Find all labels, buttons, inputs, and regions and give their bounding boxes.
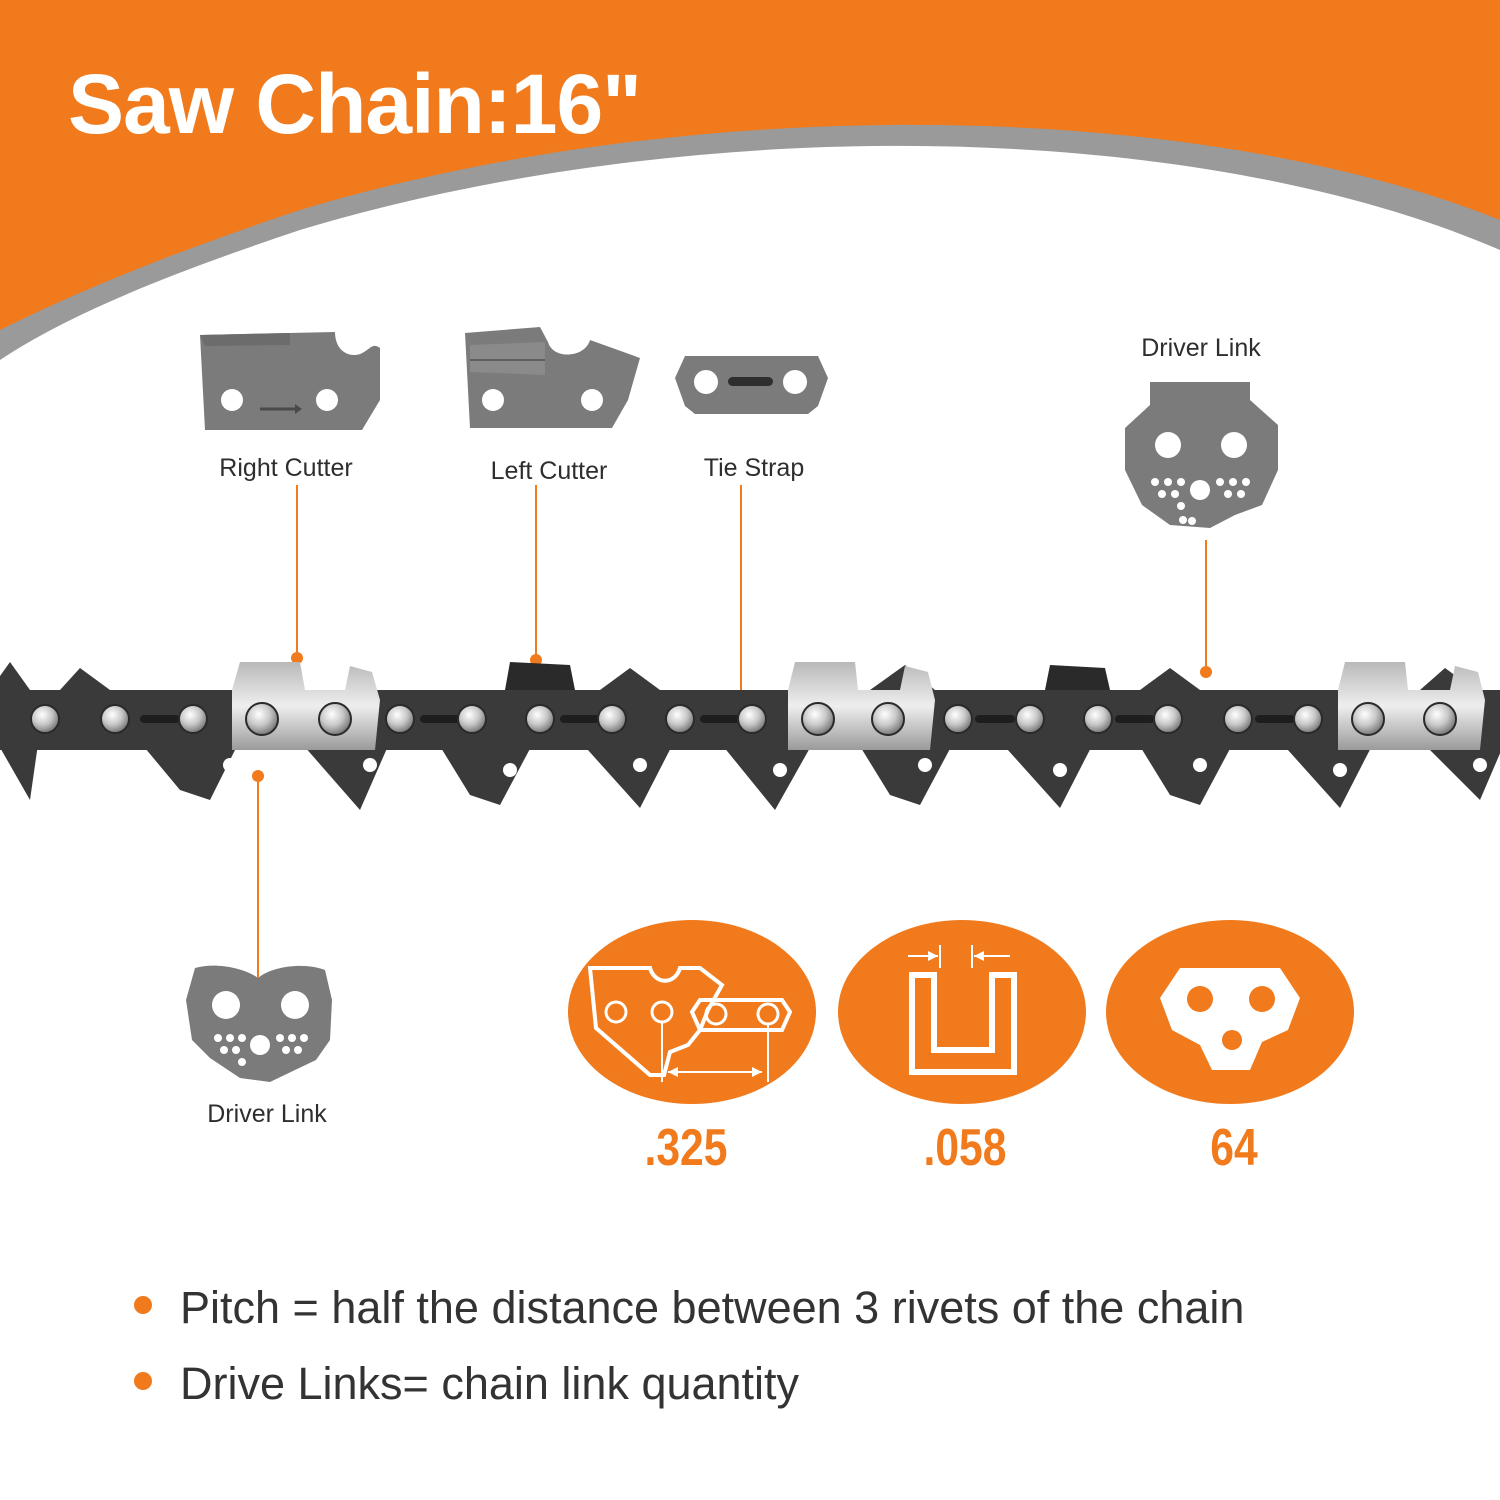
right-cutter-icon [200, 332, 380, 430]
drive-link-count-icon [1106, 920, 1354, 1104]
driver-link-label-bottom: Driver Link [207, 1100, 327, 1128]
right-cutter-label: Right Cutter [219, 454, 353, 482]
gauge-icon [838, 920, 1086, 1104]
bullet-dot-icon [134, 1296, 152, 1314]
page-title: Saw Chain:16" [68, 57, 642, 151]
driver-link-icon [186, 965, 332, 1082]
gauge-value: .058 [923, 1119, 1007, 1177]
pitch-value: .325 [644, 1119, 728, 1177]
list-item: Drive Links= chain link quantity [130, 1358, 1244, 1434]
tie-strap-icon [675, 356, 828, 414]
driver-link-label-top: Driver Link [1141, 334, 1261, 362]
tie-strap-label: Tie Strap [703, 454, 805, 482]
left-cutter-icon [465, 327, 640, 428]
left-cutter-label: Left Cutter [490, 457, 608, 485]
pitch-icon [568, 920, 816, 1104]
notes-list: Pitch = half the distance between 3 rive… [130, 1282, 1244, 1434]
note-text: Pitch = half the distance between 3 rive… [180, 1282, 1245, 1333]
drive-link-count-value: 64 [1210, 1119, 1258, 1177]
saw-chain [0, 662, 1500, 810]
list-item: Pitch = half the distance between 3 rive… [130, 1282, 1244, 1358]
driver-link-icon [1125, 382, 1278, 528]
note-text: Drive Links= chain link quantity [180, 1358, 800, 1409]
bullet-dot-icon [134, 1372, 152, 1390]
